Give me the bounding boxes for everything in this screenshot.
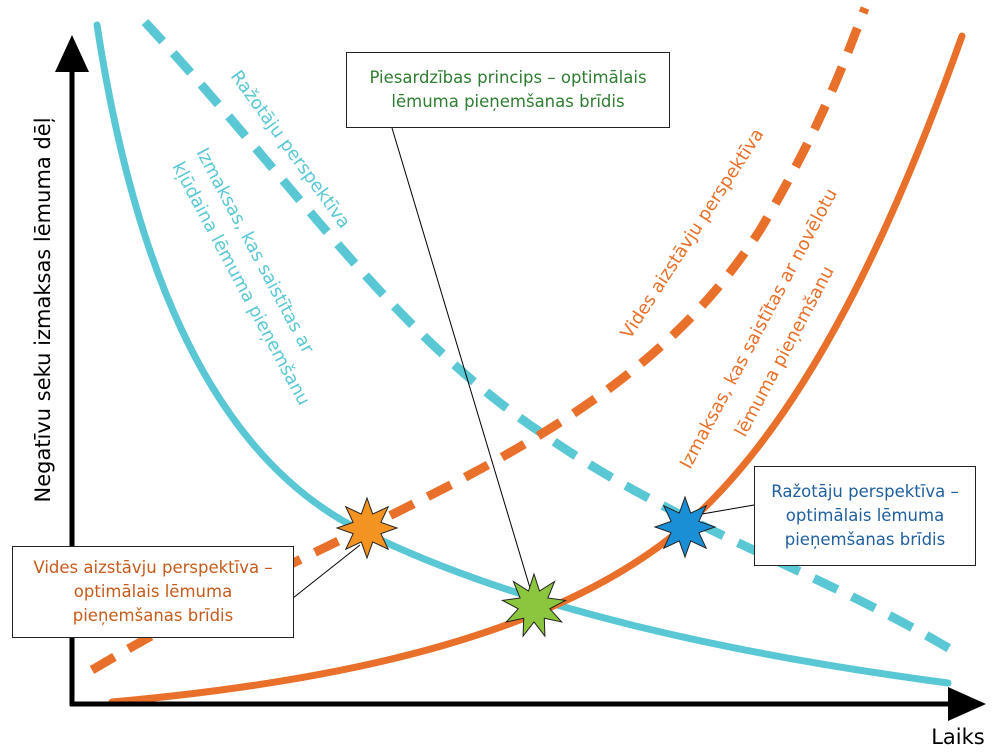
producers-optimal-star <box>653 495 717 559</box>
precaution-callout: Piesardzības princips – optimālais lēmum… <box>346 52 670 128</box>
producers-callout: Ražotāju perspektīva – optimālais lēmuma… <box>754 466 976 566</box>
producers-callout-line3: pieņemšanas brīdis <box>784 530 946 549</box>
precaution-callout-line2: lēmuma pieņemšanas brīdis <box>391 92 625 111</box>
producers-perspective-dashed-curve <box>141 18 963 659</box>
x-axis-label: Laiks <box>931 725 985 749</box>
producers-callout-line1: Ražotāju perspektīva – <box>771 482 959 501</box>
x-axis-arrowhead <box>948 687 986 721</box>
y-axis-arrowhead <box>55 35 89 72</box>
environmental-perspective-label: Vides aizstāvju perspektīva <box>617 125 769 343</box>
environmental-optimal-star <box>335 496 399 560</box>
producers-connector <box>701 504 755 515</box>
producers-perspective-label: Ražotāju perspektīva <box>226 67 355 233</box>
environmental-callout-line3: pieņemšanas brīdis <box>72 606 234 625</box>
producers-callout-line2: optimālais lēmuma <box>785 506 945 525</box>
precaution-callout-line1: Piesardzības princips – optimālais <box>369 68 647 87</box>
y-axis-label: Negatīvu seku izmaksas lēmuma dēļ <box>31 117 55 502</box>
environmental-connector <box>292 544 361 599</box>
environmental-callout-line1: Vides aizstāvju perspektīva – <box>33 558 273 577</box>
environmental-callout: Vides aizstāvju perspektīva – optimālais… <box>12 546 294 638</box>
precaution-connector <box>391 127 534 599</box>
environmental-callout-line2: optimālais lēmuma <box>73 582 233 601</box>
precaution-optimal-star <box>500 572 568 638</box>
